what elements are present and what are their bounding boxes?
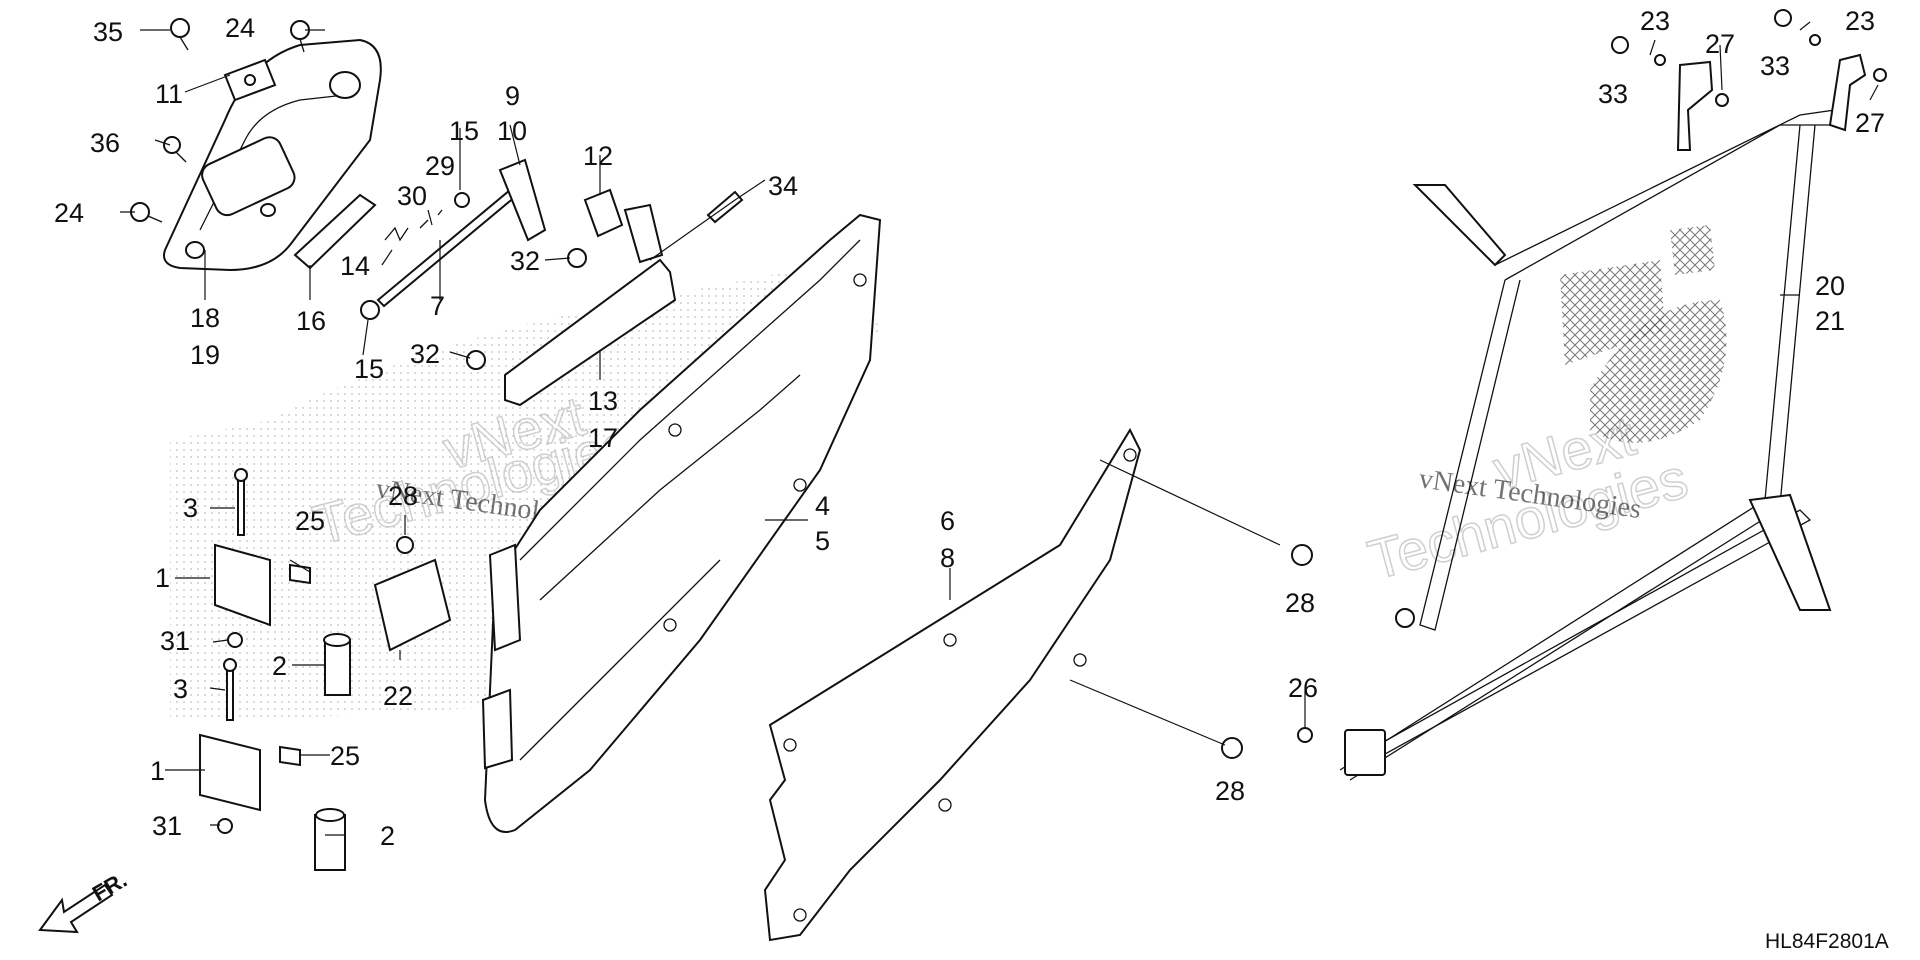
callout-34: 34 (768, 171, 798, 201)
callout-9: 9 (505, 81, 520, 111)
clip-15a (454, 192, 470, 208)
callout-31-lower: 31 (152, 811, 182, 841)
callout-20: 20 (1815, 271, 1845, 301)
callout-6: 6 (940, 506, 955, 536)
callout-8: 8 (940, 543, 955, 573)
hinge-upper (214, 468, 351, 696)
pin-30-29 (419, 209, 443, 229)
callout-1-lower: 1 (150, 756, 165, 786)
callout-10: 10 (497, 116, 527, 146)
callout-15-top: 15 (449, 116, 479, 146)
bolt-32b (466, 350, 486, 370)
callout-5: 5 (815, 526, 830, 556)
callout-35: 35 (93, 17, 123, 47)
callout-23-left: 23 (1640, 6, 1670, 36)
door-handle-assembly (163, 38, 382, 272)
callout-31-upper: 31 (160, 626, 190, 656)
callout-labels: 35 24 11 36 24 18 19 16 14 30 29 15 7 15… (54, 6, 1885, 851)
callout-1-upper: 1 (155, 563, 170, 593)
callout-3-upper: 3 (183, 493, 198, 523)
callout-2-upper: 2 (272, 651, 287, 681)
callout-32-upper: 32 (510, 246, 540, 276)
callout-27-right: 27 (1855, 108, 1885, 138)
callout-24-top: 24 (225, 13, 255, 43)
callout-12: 12 (583, 141, 613, 171)
callout-15-bottom: 15 (354, 354, 384, 384)
clip-15b (360, 300, 380, 320)
door-panel-4-5 (481, 213, 882, 833)
callout-19: 19 (190, 340, 220, 370)
hinge-lower (199, 658, 346, 871)
callout-33-right: 33 (1760, 51, 1790, 81)
callout-29: 29 (425, 151, 455, 181)
front-arrow-icon: FR. (38, 867, 131, 934)
callout-36: 36 (90, 128, 120, 158)
mesh-patch-lower (1590, 300, 1727, 443)
callout-13: 13 (588, 386, 618, 416)
callout-28-lower-right: 28 (1215, 776, 1245, 806)
callout-16: 16 (296, 306, 326, 336)
callout-14: 14 (340, 251, 370, 281)
callout-7: 7 (430, 291, 445, 321)
cover-22 (373, 558, 452, 652)
bolt-32a (567, 248, 587, 268)
callout-4: 4 (815, 491, 830, 521)
callout-33-left: 33 (1598, 79, 1628, 109)
latch-cover-16 (293, 193, 377, 270)
clip-28a (396, 536, 414, 554)
plate-13-17 (504, 258, 677, 407)
callout-28-upper-right: 28 (1285, 588, 1315, 618)
door-lower-panel-6-8 (763, 427, 1142, 942)
mesh-patch-top (1670, 225, 1715, 275)
callout-30: 30 (397, 181, 427, 211)
callout-27-left: 27 (1705, 29, 1735, 59)
callout-18: 18 (190, 303, 220, 333)
callout-25-lower: 25 (330, 741, 360, 771)
callout-28-left: 28 (388, 481, 418, 511)
callout-24-left: 24 (54, 198, 84, 228)
leader-lines (120, 21, 1879, 836)
callout-17: 17 (588, 423, 618, 453)
callout-22: 22 (383, 681, 413, 711)
diagram-code: HL84F2801A (1765, 930, 1889, 953)
lock-12 (583, 188, 664, 264)
callout-2-lower: 2 (380, 821, 395, 851)
door-net-20-21 (1339, 53, 1867, 781)
callout-23-right: 23 (1845, 6, 1875, 36)
screw-26 (1297, 727, 1313, 743)
callout-21: 21 (1815, 306, 1845, 336)
clip-28c (1221, 737, 1243, 759)
callout-3-lower: 3 (173, 674, 188, 704)
callout-32-lower: 32 (410, 339, 440, 369)
callout-25-upper: 25 (295, 506, 325, 536)
spring-14 (384, 226, 409, 242)
screws-top-left (130, 18, 310, 223)
bracket-9-10 (498, 158, 547, 242)
screws-top-right (1611, 9, 1887, 107)
clip-28b (1291, 544, 1313, 566)
callout-26: 26 (1288, 673, 1318, 703)
callout-11: 11 (155, 79, 183, 109)
